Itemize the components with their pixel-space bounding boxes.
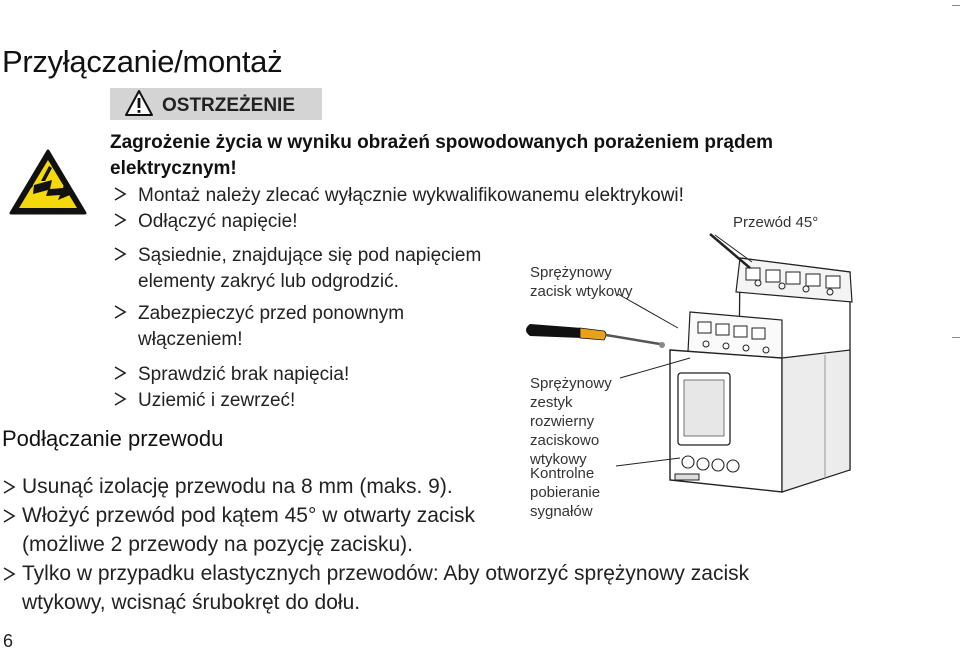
- instruction-item: Tylko w przypadku elastycznych przewodów…: [2, 559, 792, 617]
- warning-label: OSTRZEŻENIE: [162, 95, 296, 116]
- warning-step: Uziemić i zewrzeć!: [113, 388, 513, 414]
- side-panel: [781, 349, 851, 493]
- device-illustration: [526, 233, 853, 493]
- warning-step: Zabezpieczyć przed ponownym włączeniem!: [113, 301, 513, 353]
- arrow-bullet-icon: [114, 366, 127, 380]
- signal-lights-label: Kontrolne pobieranie sygnałów: [530, 465, 601, 520]
- section-title: Podłączanie przewodu: [2, 426, 224, 451]
- instruction-item: Włożyć przewód pod kątem 45° w otwarty z…: [2, 501, 512, 559]
- arrow-bullet-icon: [114, 247, 127, 261]
- warning-step: Sąsiednie, znajdujące się pod napięciem …: [113, 243, 518, 295]
- top-terminals: [745, 267, 841, 289]
- arrow-bullet-icon: [114, 305, 127, 319]
- danger-text: Zagrożenie życia w wyniku obrażeń spowod…: [110, 132, 774, 179]
- wire-line: [709, 233, 751, 269]
- arrow-bullet-icon: [114, 392, 127, 406]
- spring-clamp-label: Sprężynowy zacisk wtykowy: [530, 264, 633, 300]
- page-number: 6: [3, 631, 14, 651]
- margin-mark: [952, 337, 960, 338]
- arrow-bullet-icon: [114, 187, 127, 201]
- callout-lines: [615, 234, 753, 467]
- page-title: Przyłączanie/montaż: [2, 44, 283, 79]
- instruction-item: Usunąć izolację przewodu na 8 mm (maks. …: [2, 472, 522, 501]
- signal-slot: [674, 473, 700, 481]
- warning-triangle-icon: [125, 90, 153, 116]
- arrow-bullet-icon: [114, 213, 127, 227]
- spring-contact-label: Sprężynowy zestyk rozwierny zaciskowo wt…: [530, 375, 612, 468]
- arrow-bullet-icon: [3, 567, 16, 581]
- front-buttons: [681, 455, 740, 473]
- arrow-bullet-icon: [3, 480, 16, 494]
- margin-mark: [952, 5, 960, 6]
- screwdriver-icon: [526, 324, 665, 348]
- warning-step: Sprawdzić brak napięcia!: [113, 362, 513, 388]
- arrow-bullet-icon: [3, 509, 16, 523]
- lcd-screen: [683, 379, 725, 437]
- warning-step: Montaż należy zlecać wyłącznie wykwalifi…: [113, 183, 753, 209]
- warning-step: Odłączyć napięcie!: [113, 209, 513, 235]
- wire-label: Przewód 45°: [733, 214, 819, 231]
- electrical-hazard-icon: [9, 149, 87, 215]
